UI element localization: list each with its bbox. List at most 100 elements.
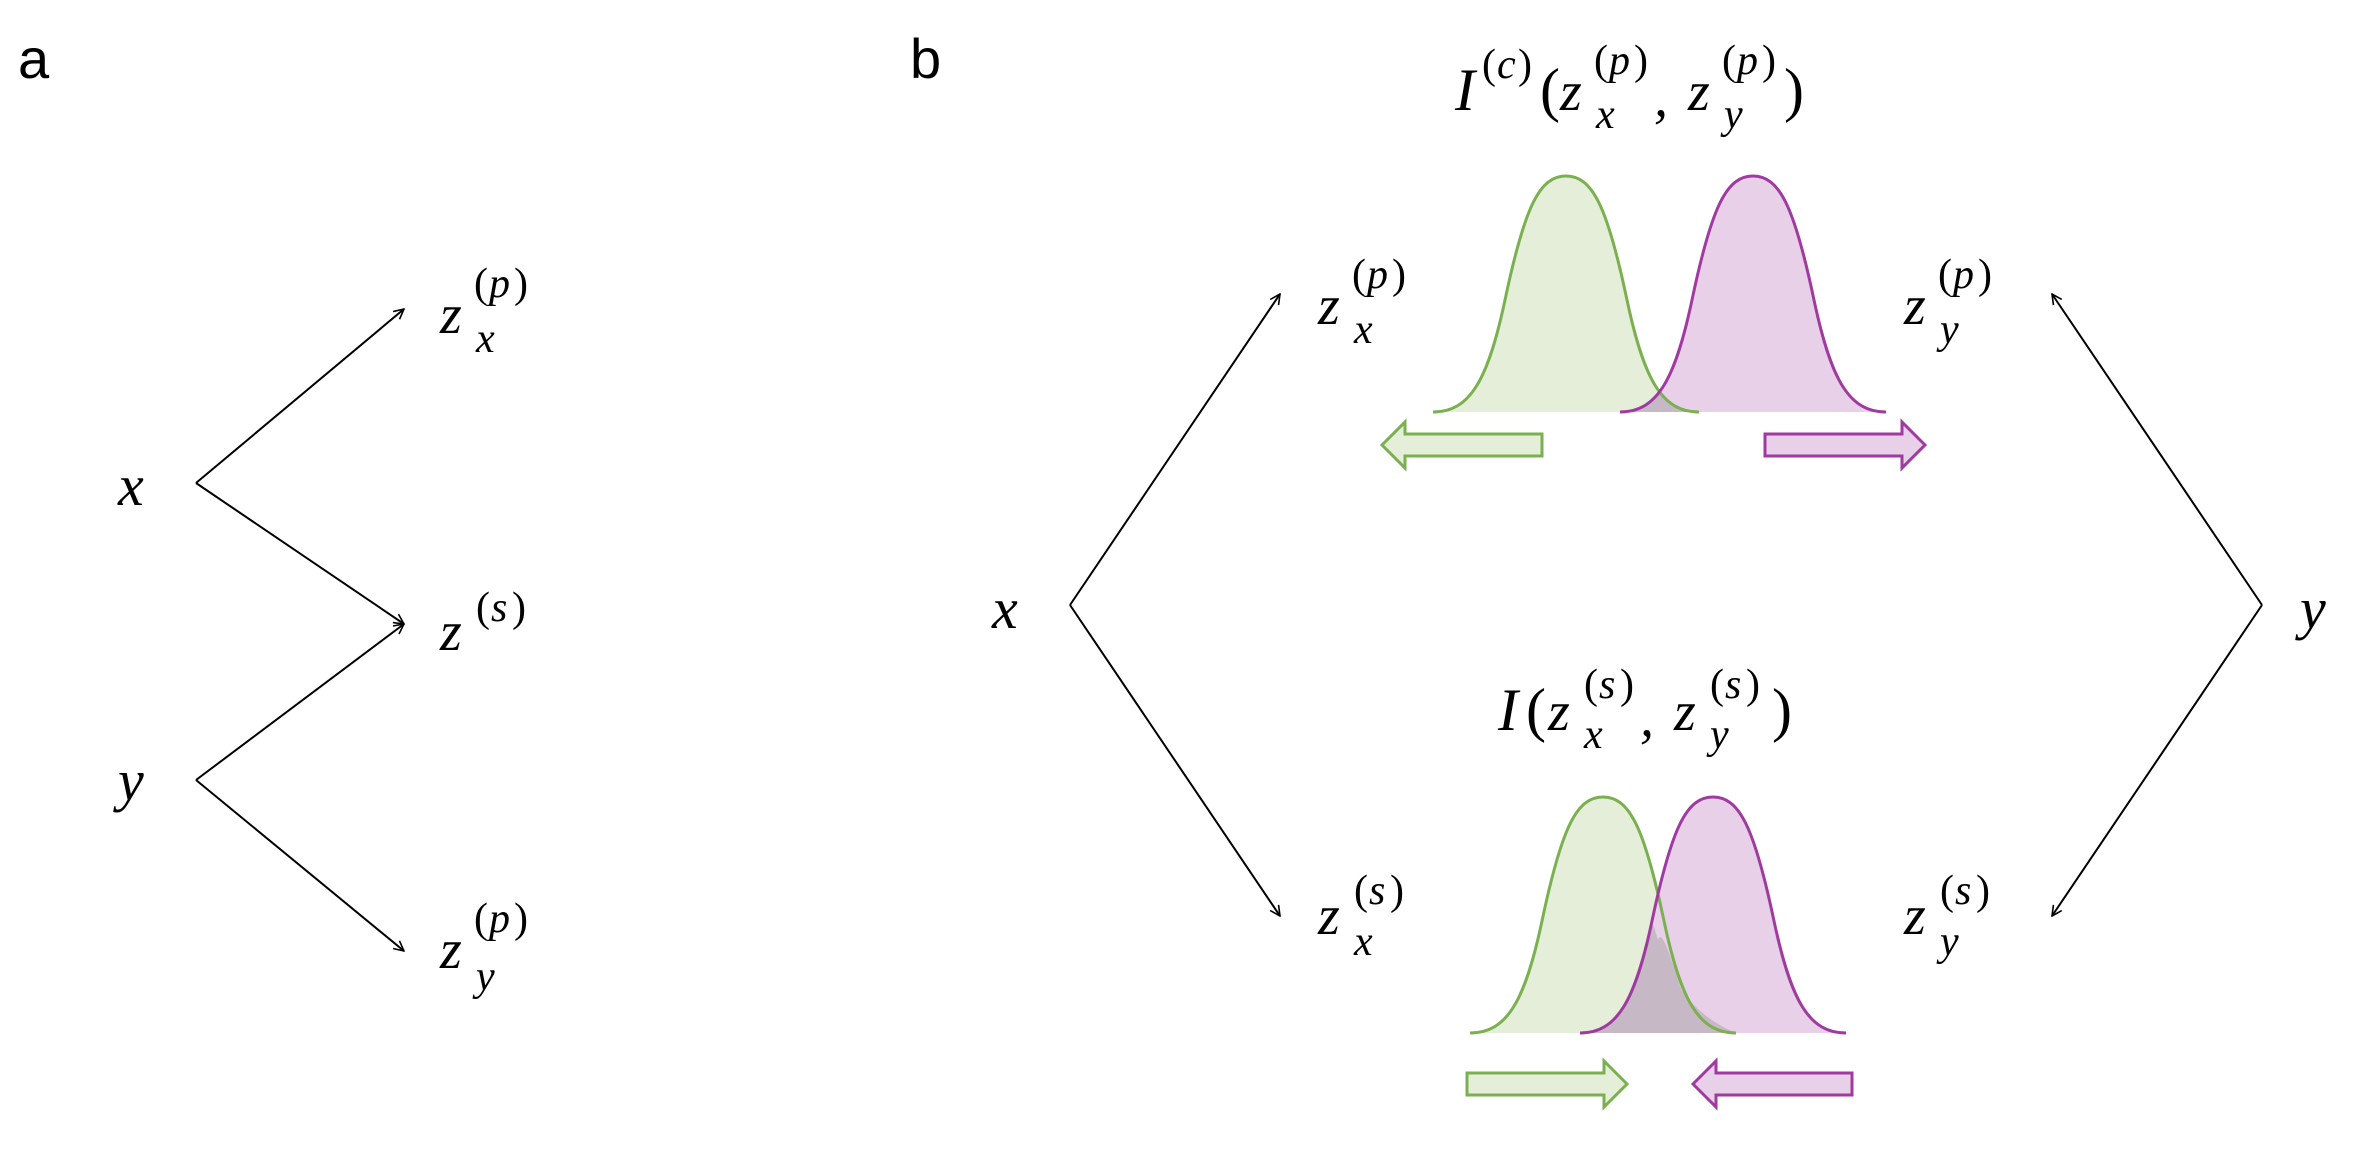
svg-text:s: s: [1725, 662, 1741, 708]
panel-b-label: b: [910, 27, 941, 90]
svg-text:y: y: [1936, 919, 1959, 965]
panel-b: b x y z ( p ) x z ( p ) y z ( s: [910, 27, 2326, 1111]
svg-text:p: p: [1364, 252, 1388, 298]
svg-text:): ): [1784, 57, 1804, 123]
svg-text:): ): [1746, 662, 1760, 708]
svg-text:(: (: [1354, 868, 1368, 914]
svg-text:z: z: [439, 919, 462, 981]
svg-text:z: z: [1903, 885, 1926, 947]
purple-curve-top: [1619, 174, 1887, 414]
purple-arrow-right: [1763, 418, 1928, 472]
contrastive-mi-title: I ( c ) ( z ( p ) x , z ( p ) y ): [1454, 38, 1804, 138]
edge-x-to-zs: [195, 482, 404, 624]
svg-text:,: ,: [1654, 67, 1668, 129]
green-arrow-left: [1379, 418, 1544, 472]
svg-text:(: (: [1482, 42, 1496, 88]
svg-text:z: z: [1559, 61, 1582, 123]
svg-text:x: x: [1353, 919, 1373, 965]
edge-y-to-zyp-b: [2052, 294, 2263, 606]
svg-text:z: z: [1547, 681, 1570, 743]
svg-text:): ): [1620, 662, 1634, 708]
svg-text:p: p: [1606, 38, 1630, 84]
edge-x-to-zxs-b: [1069, 604, 1280, 916]
overlap-region-top: [1620, 393, 1699, 412]
svg-text:(: (: [1526, 677, 1546, 743]
svg-text:z: z: [1317, 885, 1340, 947]
node-x: x: [117, 453, 144, 518]
svg-text:(: (: [474, 261, 488, 307]
svg-text:(: (: [1352, 252, 1366, 298]
svg-text:y: y: [1936, 307, 1959, 353]
node-y-b: y: [2295, 576, 2326, 641]
svg-text:x: x: [1595, 92, 1615, 138]
svg-text:(: (: [474, 896, 488, 942]
purple-arrow-left: [1690, 1057, 1854, 1111]
shared-distributions: [1465, 795, 1854, 1111]
svg-text:(: (: [1594, 38, 1608, 84]
node-z-x-shared-b: z ( s ) x: [1317, 868, 1404, 965]
svg-text:): ): [514, 896, 528, 942]
private-distributions: [1379, 174, 1928, 472]
svg-text:(: (: [1584, 662, 1598, 708]
svg-text:c: c: [1497, 42, 1516, 88]
svg-text:(: (: [1938, 252, 1952, 298]
svg-text:): ): [1392, 252, 1406, 298]
green-distribution-top: [1433, 176, 1699, 412]
svg-text:x: x: [1353, 307, 1373, 353]
svg-text:z: z: [439, 601, 462, 663]
node-z-x-private: z ( p ) x: [439, 261, 528, 362]
svg-text:y: y: [1720, 92, 1743, 138]
svg-text:I: I: [1497, 677, 1521, 743]
svg-text:): ): [514, 261, 528, 307]
svg-text:s: s: [1369, 868, 1385, 914]
node-z-y-shared-b: z ( s ) y: [1903, 868, 1990, 965]
svg-text:s: s: [491, 585, 507, 631]
node-z-y-private: z ( p ) y: [439, 896, 528, 1000]
edge-x-to-zxp-b: [1069, 294, 1280, 606]
svg-text:(: (: [1940, 868, 1954, 914]
edge-x-to-zxp: [195, 309, 404, 484]
svg-text:y: y: [472, 954, 495, 1000]
edge-y-to-zyp: [195, 779, 404, 951]
svg-text:): ): [1390, 868, 1404, 914]
svg-text:I: I: [1454, 57, 1478, 123]
green-arrow-right: [1465, 1057, 1630, 1111]
node-z-shared: z ( s ): [439, 585, 526, 663]
svg-text:,: ,: [1640, 687, 1654, 749]
panel-a: a x y z ( p ) x z ( s ) z ( p: [18, 27, 528, 1000]
edge-y-to-zys-b: [2052, 604, 2263, 916]
panel-a-label: a: [18, 27, 50, 90]
svg-text:p: p: [486, 896, 510, 942]
svg-text:(: (: [476, 585, 490, 631]
purple-curve-bottom: [1579, 795, 1847, 1035]
shared-mi-title: I ( z ( s ) x , z ( s ) y ): [1497, 662, 1792, 758]
svg-text:): ): [1772, 677, 1792, 743]
svg-text:x: x: [475, 316, 495, 362]
svg-text:s: s: [1955, 868, 1971, 914]
green-curve-top: [1432, 174, 1700, 414]
edge-y-to-zs: [195, 624, 404, 781]
node-z-y-private-b: z ( p ) y: [1903, 252, 1992, 353]
svg-text:(: (: [1722, 38, 1736, 84]
svg-text:p: p: [486, 261, 510, 307]
svg-text:): ): [1762, 38, 1776, 84]
svg-text:(: (: [1710, 662, 1724, 708]
svg-text:p: p: [1950, 252, 1974, 298]
purple-distribution-top: [1620, 176, 1886, 412]
node-y: y: [113, 748, 144, 813]
svg-text:s: s: [1599, 662, 1615, 708]
svg-text:z: z: [1687, 61, 1710, 123]
svg-text:z: z: [1317, 275, 1340, 337]
svg-text:y: y: [1706, 712, 1729, 758]
svg-text:): ): [1518, 42, 1532, 88]
svg-text:z: z: [439, 284, 462, 346]
svg-text:): ): [1978, 252, 1992, 298]
svg-text:x: x: [1583, 712, 1603, 758]
node-z-x-private-b: z ( p ) x: [1317, 252, 1406, 353]
svg-text:(: (: [1540, 57, 1560, 123]
green-curve-bottom: [1469, 795, 1737, 1035]
svg-text:): ): [1634, 38, 1648, 84]
overlap-region-bottom: [1580, 921, 1736, 1033]
svg-text:z: z: [1903, 275, 1926, 337]
